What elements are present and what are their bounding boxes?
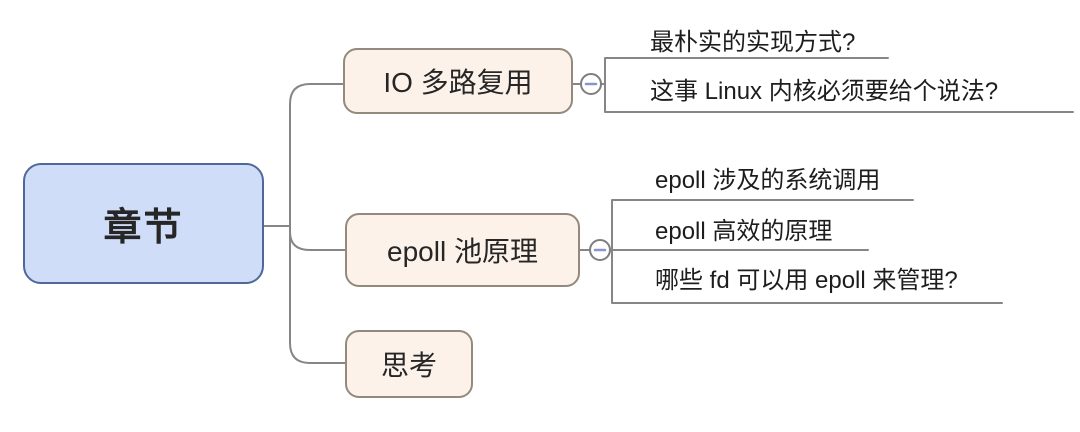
branch-topic-epoll-pool[interactable]: epoll 池原理 [345,213,580,287]
subtopic-io-2[interactable]: 这事 Linux 内核必须要给个说法? [650,78,999,105]
collapse-button-epoll[interactable] [589,239,611,261]
io-subtopic-underlines [604,57,1074,113]
branch-connector-epoll [289,225,346,251]
subtopic-io-1[interactable]: 最朴实的实现方式? [650,29,856,56]
subtopic-epoll-2[interactable]: epoll 高效的原理 [655,218,833,245]
subtopic-epoll-3[interactable]: 哪些 fd 可以用 epoll 来管理? [655,267,958,294]
collapse-button-io[interactable] [580,73,602,95]
branch-connector-think [289,225,346,364]
branch-topic-think[interactable]: 思考 [345,330,473,398]
epoll-subtopic-underlines-outer [611,199,1003,304]
subtopic-epoll-1[interactable]: epoll 涉及的系统调用 [655,167,881,194]
branch-connector-io [289,83,344,227]
root-topic[interactable]: 章节 [23,163,264,284]
branch-topic-io-multiplexing[interactable]: IO 多路复用 [343,48,573,114]
